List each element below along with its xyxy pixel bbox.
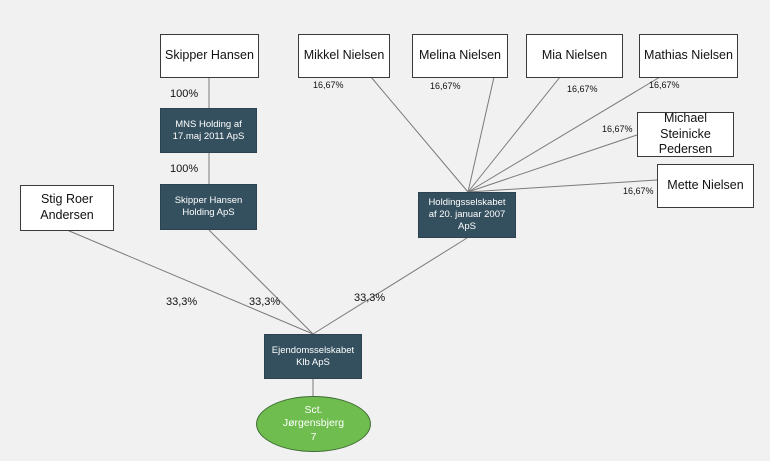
person-melina-nielsen: Melina Nielsen [412, 34, 508, 78]
pct-michael: 16,67% [602, 124, 633, 134]
person-skipper-hansen: Skipper Hansen [160, 34, 259, 78]
connector-holdingselskabet [312, 237, 468, 335]
connector-stig [66, 229, 314, 335]
pct-mathias: 16,67% [649, 80, 680, 90]
company-holdingsselskabet: Holdingsselskabet af 20. januar 2007 ApS [418, 192, 516, 238]
connector-michael [467, 134, 638, 193]
pct-skipper-holding: 33,3% [249, 296, 281, 308]
person-mikkel-nielsen: Mikkel Nielsen [298, 34, 390, 78]
person-mette-nielsen: Mette Nielsen [657, 164, 754, 208]
connector-mathias [467, 76, 661, 193]
company-skipper-hansen-holding: Skipper Hansen Holding ApS [160, 184, 257, 230]
pct-melina: 16,67% [430, 81, 461, 91]
connector-skipper-holding [208, 229, 314, 335]
pct-mia: 16,67% [567, 84, 598, 94]
company-mns-holding: MNS Holding af 17.maj 2011 ApS [160, 108, 257, 153]
connector-mia [467, 76, 561, 193]
pct-stig: 33,3% [166, 296, 198, 308]
connector-mikkel [370, 76, 469, 193]
person-stig-roer-andersen: Stig Roer Andersen [20, 185, 114, 231]
pct-skipper-to-mns: 100% [170, 88, 199, 100]
pct-mns-to-skipper-holding: 100% [170, 163, 199, 175]
company-ejendomsselskabet: Ejendomsselskabet Klb ApS [264, 334, 362, 379]
connector-melina [467, 76, 495, 193]
pct-mette: 16,67% [623, 186, 654, 196]
connector-mette [467, 179, 658, 193]
pct-mikkel: 16,67% [313, 80, 344, 90]
pct-holdingselskabet: 33,3% [354, 292, 386, 304]
person-mia-nielsen: Mia Nielsen [526, 34, 623, 78]
person-mathias-nielsen: Mathias Nielsen [639, 34, 738, 78]
person-michael-steinicke-pedersen: Michael Steinicke Pedersen [637, 111, 734, 157]
property-sct-jorgensbjerg: Sct. Jørgensbjerg 7 [256, 396, 371, 452]
